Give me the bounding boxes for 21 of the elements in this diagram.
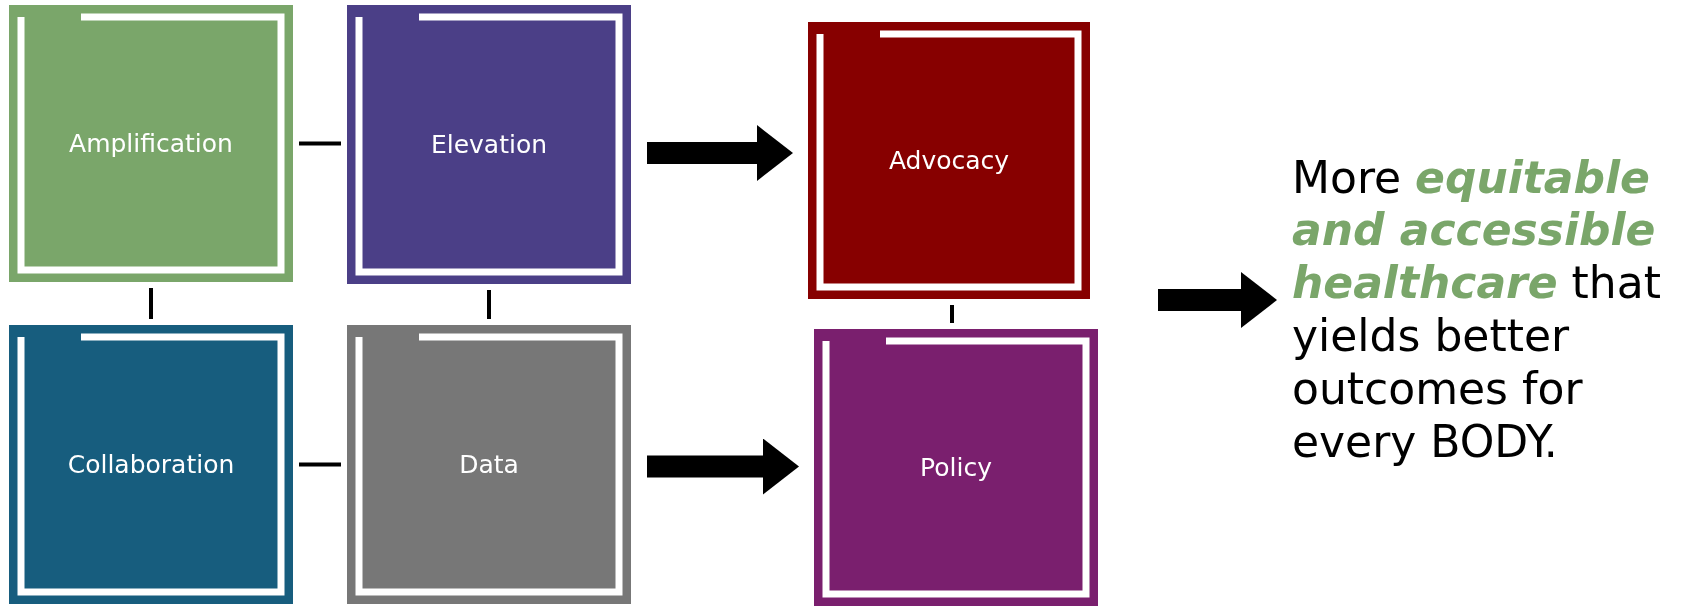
connector-line <box>487 290 491 319</box>
connector-line <box>950 305 954 323</box>
block-arrow <box>647 125 793 181</box>
box-label: Data <box>459 450 519 479</box>
folder-box <box>9 325 293 604</box>
box-label: Collaboration <box>67 450 235 479</box>
folder-box <box>808 22 1090 299</box>
connector-line <box>299 462 341 467</box>
folder-box <box>347 325 631 604</box>
connector-line <box>299 141 341 146</box>
box-label: Elevation <box>430 130 548 159</box>
block-arrow <box>647 438 799 495</box>
box-label: Advocacy <box>888 146 1010 175</box>
connector-line <box>149 288 153 319</box>
outcome-statement: More equitable and accessible healthcare that yields better outcomes for every BODY. <box>1292 151 1662 469</box>
folder-box <box>347 5 631 284</box>
folder-box <box>814 329 1098 606</box>
box-label: Amplification <box>69 129 233 158</box>
box-label: Policy <box>920 453 992 482</box>
folder-box <box>9 5 293 282</box>
block-arrow <box>1158 272 1277 328</box>
